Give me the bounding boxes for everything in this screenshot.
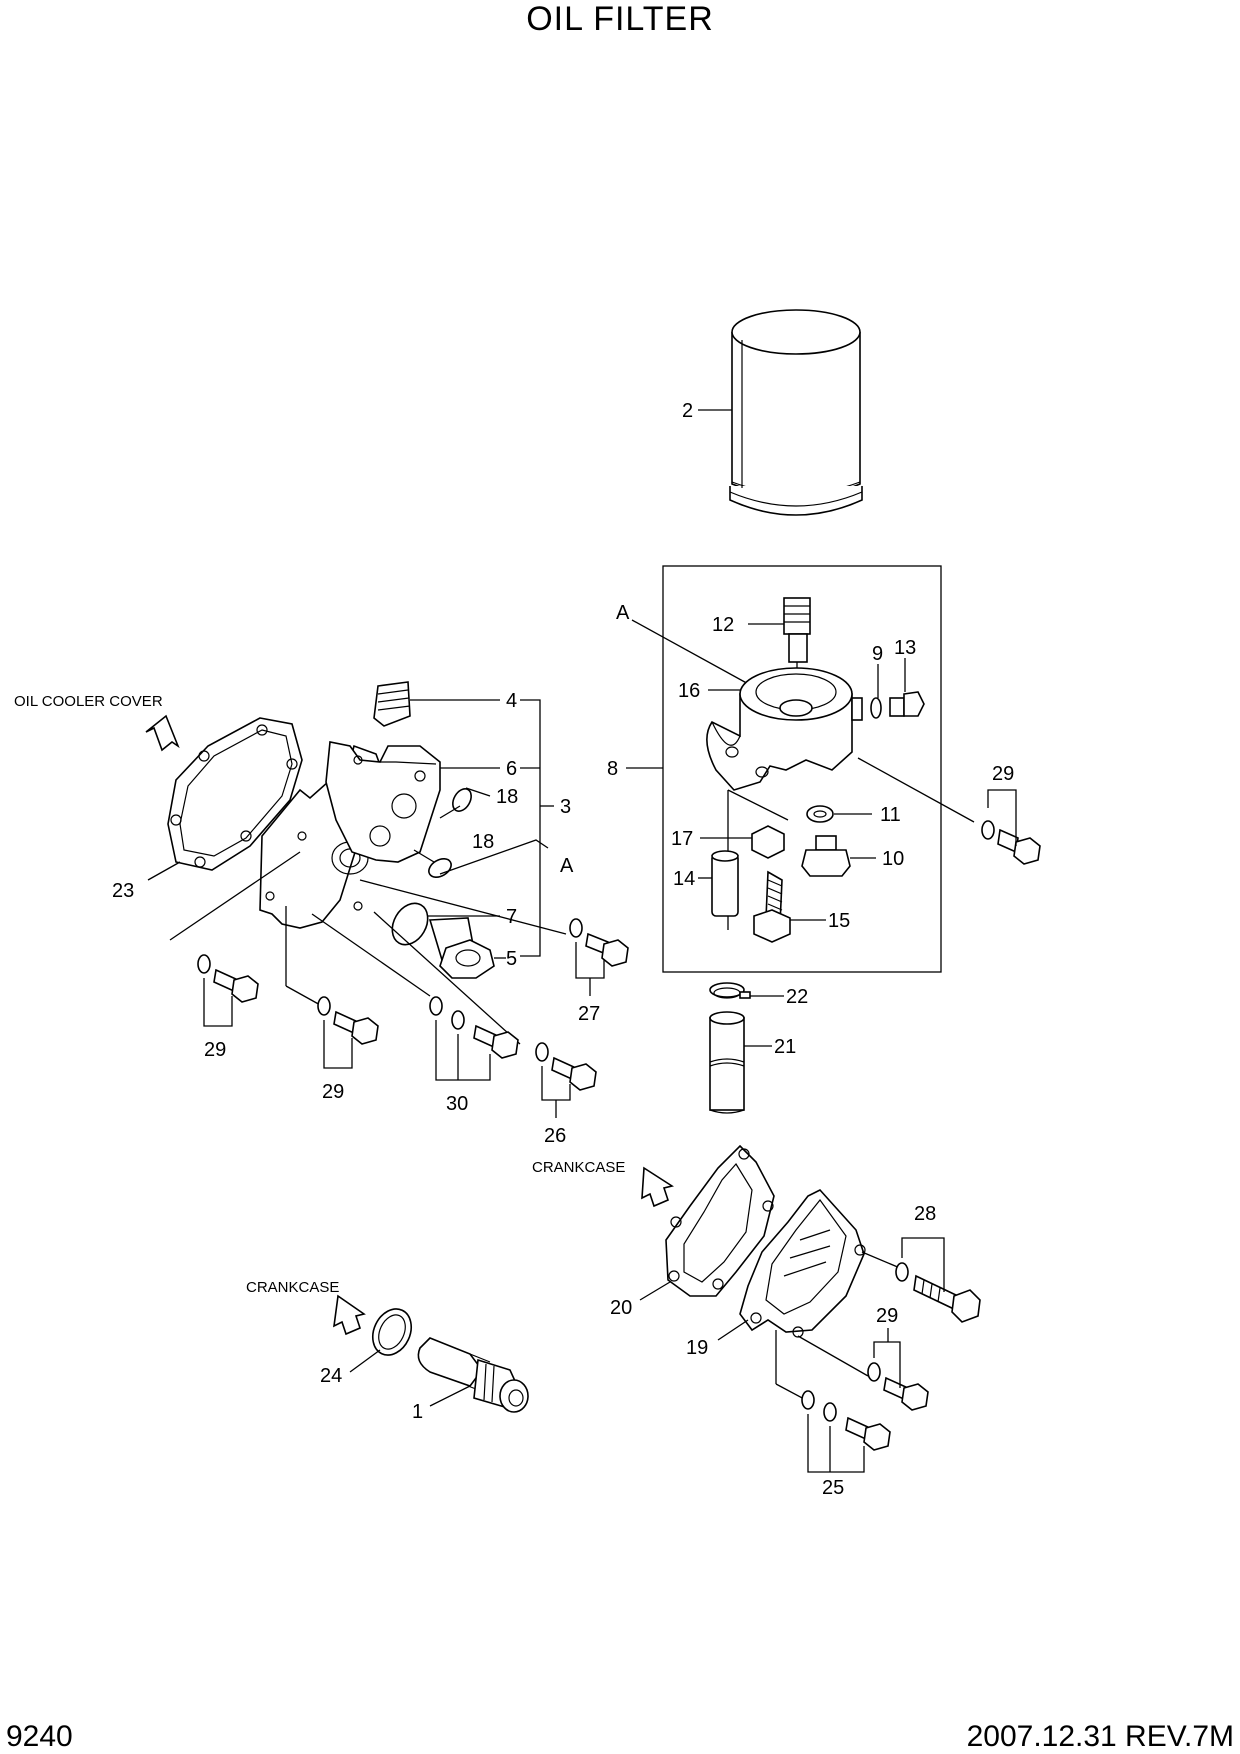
washer-25a <box>801 1390 815 1410</box>
callout-26: 26 <box>544 1125 566 1147</box>
washer-11 <box>806 805 834 823</box>
callout-2: 2 <box>682 400 693 422</box>
washer-26 <box>535 1042 549 1062</box>
callout-22: 22 <box>786 986 808 1008</box>
plug-10 <box>801 835 851 877</box>
callout-4: 4 <box>506 690 517 712</box>
callout-6: 6 <box>506 758 517 780</box>
callout-16: 16 <box>678 680 700 702</box>
oil-cooler-cover-label: OIL COOLER COVER <box>14 693 163 710</box>
direction-arrow-icon-left <box>333 1294 366 1336</box>
callout-27: 27 <box>578 1003 600 1025</box>
callout-13: 13 <box>894 637 916 659</box>
plug-4 <box>373 681 411 727</box>
oil-filter-cartridge <box>729 309 863 516</box>
callout-7: 7 <box>506 906 517 928</box>
pipe-14 <box>711 850 739 917</box>
washer-25b <box>823 1402 837 1422</box>
callout-14: 14 <box>673 868 695 890</box>
cover-19 <box>739 1189 866 1338</box>
callout-20: 20 <box>610 1297 632 1319</box>
callout-5: 5 <box>506 948 517 970</box>
direction-arrow-icon <box>145 714 180 752</box>
detail-ref-a-top: A <box>616 602 630 624</box>
washer-29-right <box>981 820 995 840</box>
callout-29-mid: 29 <box>322 1081 344 1103</box>
callout-9: 9 <box>872 643 883 665</box>
callout-29-left: 29 <box>204 1039 226 1061</box>
cooler-housing-6 <box>325 741 441 863</box>
callout-21: 21 <box>774 1036 796 1058</box>
callout-10: 10 <box>882 848 904 870</box>
hex-nut-17 <box>751 825 785 859</box>
callout-3: 3 <box>560 796 571 818</box>
gasket-24 <box>371 1308 413 1356</box>
callout-12: 12 <box>712 614 734 636</box>
callout-19: 19 <box>686 1337 708 1359</box>
callout-15: 15 <box>828 910 850 932</box>
washer-30a <box>429 996 443 1016</box>
washer-27 <box>569 918 583 938</box>
gasket-20 <box>665 1144 775 1297</box>
o-ring-9 <box>870 697 882 719</box>
callout-23: 23 <box>112 880 134 902</box>
pressure-sensor-1 <box>417 1337 529 1413</box>
bolt-29-mid <box>333 1010 379 1045</box>
filter-head <box>706 667 863 791</box>
page-code: 9240 <box>6 1720 73 1753</box>
page-title: OIL FILTER <box>526 0 714 38</box>
hose-21 <box>709 1011 745 1114</box>
plug-screw-13 <box>889 691 925 717</box>
revision-date: 2007.12.31 REV.7M <box>966 1720 1234 1753</box>
callout-28: 28 <box>914 1203 936 1225</box>
callout-17: 17 <box>671 828 693 850</box>
bolt-26 <box>551 1056 597 1091</box>
callout-29-crank: 29 <box>876 1305 898 1327</box>
callout-30: 30 <box>446 1093 468 1115</box>
washer-29-crank <box>867 1362 881 1382</box>
callout-1: 1 <box>412 1401 423 1423</box>
detail-ref-a-mid: A <box>560 855 574 877</box>
gasket-23 <box>167 717 303 871</box>
callout-24: 24 <box>320 1365 342 1387</box>
detail-box <box>662 565 942 973</box>
drain-plug-5 <box>428 917 495 979</box>
callout-11: 11 <box>880 804 901 826</box>
callout-8: 8 <box>607 758 618 780</box>
crankcase-label-right: CRANKCASE <box>532 1159 625 1176</box>
washer-29-mid <box>317 996 331 1016</box>
bolt-29-left <box>213 968 259 1003</box>
gasket-ring-7 <box>391 902 429 946</box>
washer-29-left <box>197 954 211 974</box>
washer-28 <box>895 1262 909 1282</box>
bolt-29-right <box>997 828 1041 865</box>
direction-arrow-icon-right <box>641 1166 674 1208</box>
hose-clamp-22 <box>709 982 751 999</box>
washer-30b <box>451 1010 465 1030</box>
callout-29-right: 29 <box>992 763 1014 785</box>
callout-18b: 18 <box>472 831 494 853</box>
nipple-fitting <box>783 597 811 663</box>
bolt-28 <box>913 1274 981 1323</box>
bolt-30 <box>473 1024 519 1059</box>
callout-18a: 18 <box>496 786 518 808</box>
o-ring-18a <box>452 788 472 812</box>
bolt-15 <box>753 870 791 943</box>
bolt-27 <box>585 932 629 967</box>
crankcase-label-left: CRANKCASE <box>246 1279 339 1296</box>
bolt-25 <box>845 1416 891 1451</box>
callout-25: 25 <box>822 1477 844 1499</box>
bolt-29-crank <box>883 1376 929 1411</box>
